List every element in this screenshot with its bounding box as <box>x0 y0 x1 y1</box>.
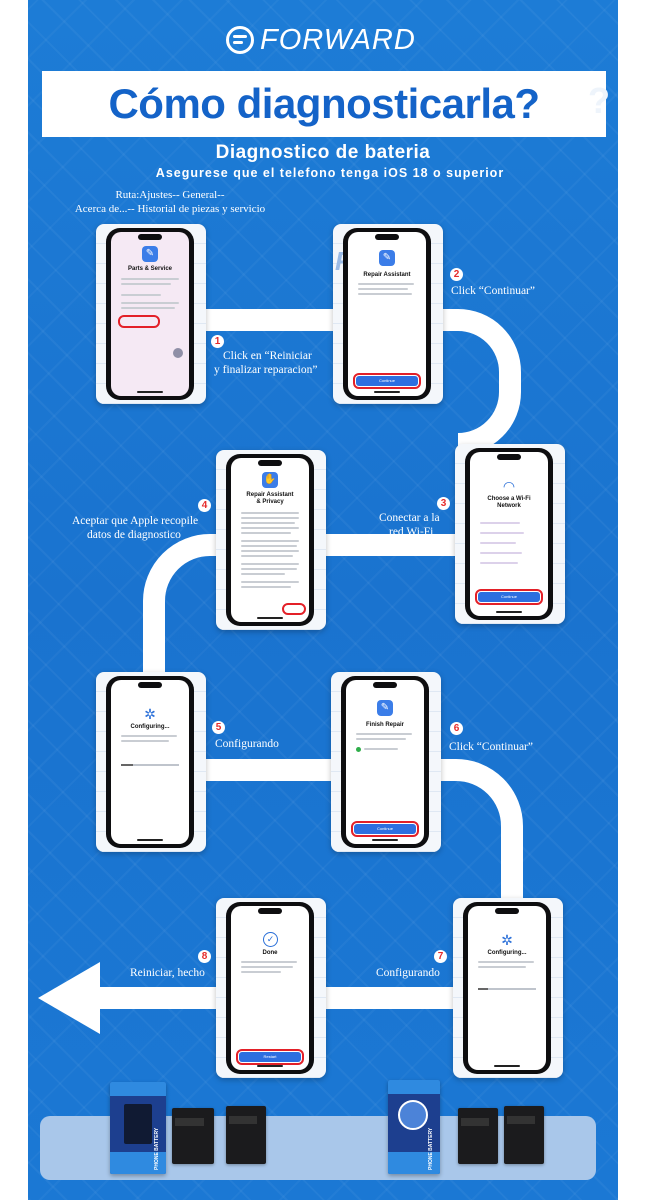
step-number-badge: 6 <box>450 722 463 735</box>
title-banner: Cómo diagnosticarla? <box>42 71 606 137</box>
tools-icon: ✎ <box>142 246 158 262</box>
step-number-badge: 2 <box>450 268 463 281</box>
phone-screen: ✋ Repair Assistant & Privacy <box>231 458 309 622</box>
step-number-badge: 4 <box>198 499 211 512</box>
wrench-icon: ✎ <box>379 250 395 266</box>
product-box-label: PHONE BATTERY <box>154 1127 160 1170</box>
step-3-card: ◠ Choose a Wi-Fi Network Continue <box>455 444 565 624</box>
banner-trailing-mark: ? <box>588 80 610 121</box>
route-line-1: Ruta:Ajustes-- General-- <box>115 189 225 201</box>
phone-mockup: ✎ Parts & Service <box>106 228 194 400</box>
path-line <box>149 759 523 931</box>
screen-title: Finish Repair <box>365 722 404 728</box>
step-number-badge: 5 <box>212 721 225 734</box>
battery-icon <box>458 1108 498 1164</box>
step-3-label-line2: red Wi-Fi <box>389 526 434 538</box>
battery-icon <box>226 1106 266 1164</box>
screen-title: Repair Assistant <box>363 272 411 278</box>
battery-icon <box>504 1106 544 1164</box>
step-6-label: Click “Continuar” <box>449 741 533 753</box>
battery-icon <box>172 1108 214 1164</box>
screen-title: Configuring... <box>130 724 170 730</box>
continue-button[interactable]: Continue <box>475 589 543 605</box>
step-number-badge: 3 <box>437 497 450 510</box>
agree-button[interactable] <box>282 603 306 615</box>
phone-screen: ✓ Done Restart <box>231 906 309 1070</box>
step-4-label-line1: Aceptar que Apple recopile <box>72 515 199 527</box>
diagnostic-title: Diagnostico de bateria <box>215 142 431 163</box>
screen-title-line1: Repair Assistant <box>246 492 294 498</box>
forward-logo-icon <box>226 26 254 54</box>
progress-bar <box>478 988 536 990</box>
path-arrowhead <box>38 962 100 1034</box>
continue-button[interactable]: Continue <box>351 821 419 837</box>
continue-button[interactable]: Continue <box>353 373 421 389</box>
step-1-label-line1: Click en “Reiniciar <box>223 350 312 362</box>
step-7-card: ✲ Configuring... <box>453 898 563 1078</box>
step-number-badge: 1 <box>211 335 224 348</box>
status-dot-icon <box>356 747 361 752</box>
step-number-badge: 8 <box>198 950 211 963</box>
path-line <box>143 534 471 711</box>
gears-icon: ✲ <box>501 932 513 948</box>
restart-finish-repair-button[interactable] <box>118 315 160 328</box>
screen-title: Parts & Service <box>127 266 173 272</box>
screen-title-line1: Choose a Wi-Fi <box>487 496 531 502</box>
step-5-label: Configurando <box>215 738 279 750</box>
step-number-badge: 7 <box>434 950 447 963</box>
step-1-label-line2: y finalizar reparacion” <box>214 364 318 376</box>
phone-mockup: ✲ Configuring... <box>463 902 551 1074</box>
step-7-label: Configurando <box>376 967 440 979</box>
banner-title: Cómo diagnosticarla? <box>108 80 540 127</box>
assistive-touch-icon <box>173 348 183 358</box>
screen-title-line2: & Privacy <box>256 499 284 505</box>
wrench-icon: ✎ <box>377 700 393 716</box>
battery-box-robot-icon: PHONE BATTERY <box>388 1080 440 1174</box>
step-4-label-line2: datos de diagnostico <box>87 529 181 541</box>
robot-mascot-icon <box>398 1100 428 1130</box>
step-6-card: ✎ Finish Repair Continue <box>331 672 441 852</box>
phone-mockup: ✲ Configuring... <box>106 676 194 848</box>
wifi-icon: ◠ <box>502 478 516 494</box>
product-box-label: PHONE BATTERY <box>428 1127 434 1170</box>
path-line <box>141 309 521 455</box>
phone-screen: ✎ Finish Repair Continue <box>346 680 424 844</box>
phone-mockup: ✎ Finish Repair Continue <box>341 676 429 848</box>
progress-bar <box>121 764 179 766</box>
phone-screen: ✲ Configuring... <box>468 906 546 1070</box>
step-8-label: Reiniciar, hecho <box>130 967 205 979</box>
phone-screen: ✎ Parts & Service <box>111 232 189 396</box>
brand-name: FORWARD <box>260 23 416 56</box>
step-2-card: R ✎ Repair Assistant Continue <box>333 224 443 404</box>
phone-screen: ✲ Configuring... <box>111 680 189 844</box>
phone-mockup: ◠ Choose a Wi-Fi Network Continue <box>465 448 553 620</box>
gears-icon: ✲ <box>144 706 156 722</box>
step-2-label: Click “Continuar” <box>451 285 535 297</box>
screen-title-line2: Network <box>497 503 521 509</box>
screen-title: Done <box>262 950 278 956</box>
phone-mockup: ✋ Repair Assistant & Privacy <box>226 454 314 626</box>
screen-title: Configuring... <box>487 950 527 956</box>
phone-screen: ◠ Choose a Wi-Fi Network Continue <box>470 452 548 616</box>
hand-icon: ✋ <box>262 472 278 488</box>
step-5-card: ✲ Configuring... <box>96 672 206 852</box>
route-line-2: Acerca de...-- Historial de piezas y ser… <box>74 203 266 215</box>
battery-box-icon: PHONE BATTERY <box>110 1082 166 1174</box>
phone-mockup: ✎ Repair Assistant Continue <box>343 228 431 400</box>
checkmark-icon: ✓ <box>263 932 278 947</box>
phone-screen: ✎ Repair Assistant Continue <box>348 232 426 396</box>
step-1-card: ✎ Parts & Service <box>96 224 206 404</box>
forward-logo: FORWARD <box>226 24 416 56</box>
step-3-label-line1: Conectar a la <box>379 512 440 524</box>
step-8-card: ✓ Done Restart <box>216 898 326 1078</box>
restart-button[interactable]: Restart <box>236 1049 304 1065</box>
phone-mockup: ✓ Done Restart <box>226 902 314 1074</box>
diagnostic-subtitle: Asegurese que el telefono tenga iOS 18 o… <box>155 166 505 180</box>
step-4-card: ✋ Repair Assistant & Privacy <box>216 450 326 630</box>
